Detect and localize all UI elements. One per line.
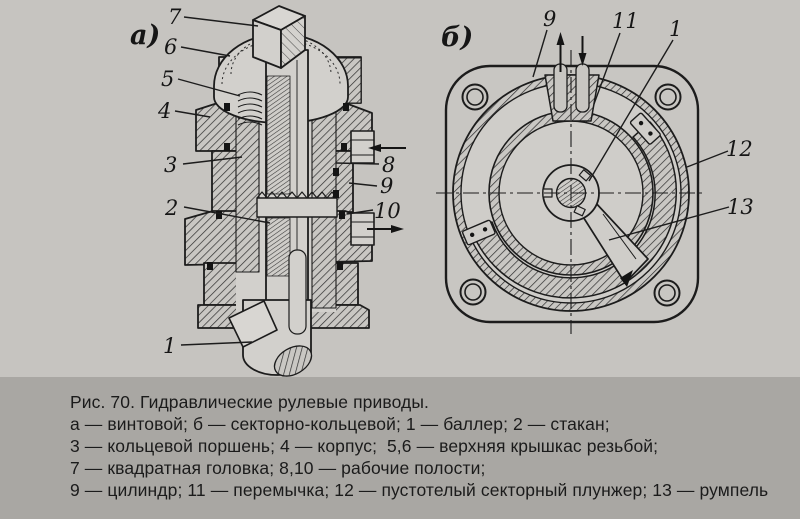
flow-arrow-out xyxy=(367,225,404,233)
flow-arrow-down xyxy=(578,36,587,66)
view-b: б) 9 11 1 12 13 xyxy=(436,7,754,334)
callout-11: 11 xyxy=(612,9,639,33)
flow-arrow-in xyxy=(368,144,406,152)
hub-key xyxy=(573,205,586,217)
tiller-arm-wedge xyxy=(620,270,633,287)
technical-drawing: а) 7 6 5 4 3 2 1 8 9 10 xyxy=(130,5,754,377)
plunger-end-bracket xyxy=(629,112,661,145)
callout-10: 10 xyxy=(374,199,401,223)
bridge xyxy=(544,74,600,122)
screw-thread-texture xyxy=(266,217,291,277)
upper-port xyxy=(350,130,375,164)
square-head-side xyxy=(280,15,306,69)
bridge-channel xyxy=(575,63,590,113)
view-a-label: а) xyxy=(130,20,160,51)
caption-line-2: 3 — кольцевой поршень; 4 — корпус; 5,6 —… xyxy=(70,436,659,456)
seal-rings xyxy=(207,103,349,270)
shaft-end-section xyxy=(273,345,313,377)
callout-1: 1 xyxy=(163,334,176,358)
callout-7: 7 xyxy=(168,5,182,29)
view-a: а) 7 6 5 4 3 2 1 8 9 10 xyxy=(130,5,406,377)
view-b-label: б) xyxy=(441,22,473,53)
ring-piston-collar xyxy=(256,197,338,218)
gear-teeth xyxy=(256,191,338,199)
plunger-end-bracket xyxy=(461,219,496,246)
callout-3: 3 xyxy=(164,153,177,177)
callout-2: 2 xyxy=(164,196,178,220)
callout-13: 13 xyxy=(727,195,754,219)
callout-4: 4 xyxy=(157,99,171,123)
callout-1-b: 1 xyxy=(669,17,682,41)
flow-arrow-up xyxy=(556,32,565,72)
callout-6: 6 xyxy=(164,35,177,59)
callout-12: 12 xyxy=(726,137,753,161)
callout-8: 8 xyxy=(382,153,395,177)
bolt-holes xyxy=(459,83,682,307)
leader-lines-b xyxy=(532,29,730,241)
dome-texture-arc xyxy=(230,35,332,75)
shaft-slot xyxy=(288,249,307,335)
caption-line-3: 7 — квадратная головка; 8,10 — рабочие п… xyxy=(70,458,486,478)
screw-thread-texture xyxy=(266,75,291,195)
helical-screw-band xyxy=(228,300,278,348)
caption-line-1: а — винтовой; б — секторно-кольцевой; 1 … xyxy=(70,414,610,434)
caption-title: Рис. 70. Гидравлические рулевые приводы. xyxy=(70,392,429,412)
callout-9-b: 9 xyxy=(543,7,556,31)
leader-lines-a xyxy=(174,16,380,346)
caption-line-4: 9 — цилиндр; 11 — перемычка; 12 — пустот… xyxy=(70,480,769,500)
thread-section xyxy=(237,91,263,126)
hub-key xyxy=(578,169,592,182)
callout-5: 5 xyxy=(161,67,174,91)
callout-9: 9 xyxy=(380,174,393,198)
figure-caption: Рис. 70. Гидравлические рулевые приводы.… xyxy=(0,377,800,519)
